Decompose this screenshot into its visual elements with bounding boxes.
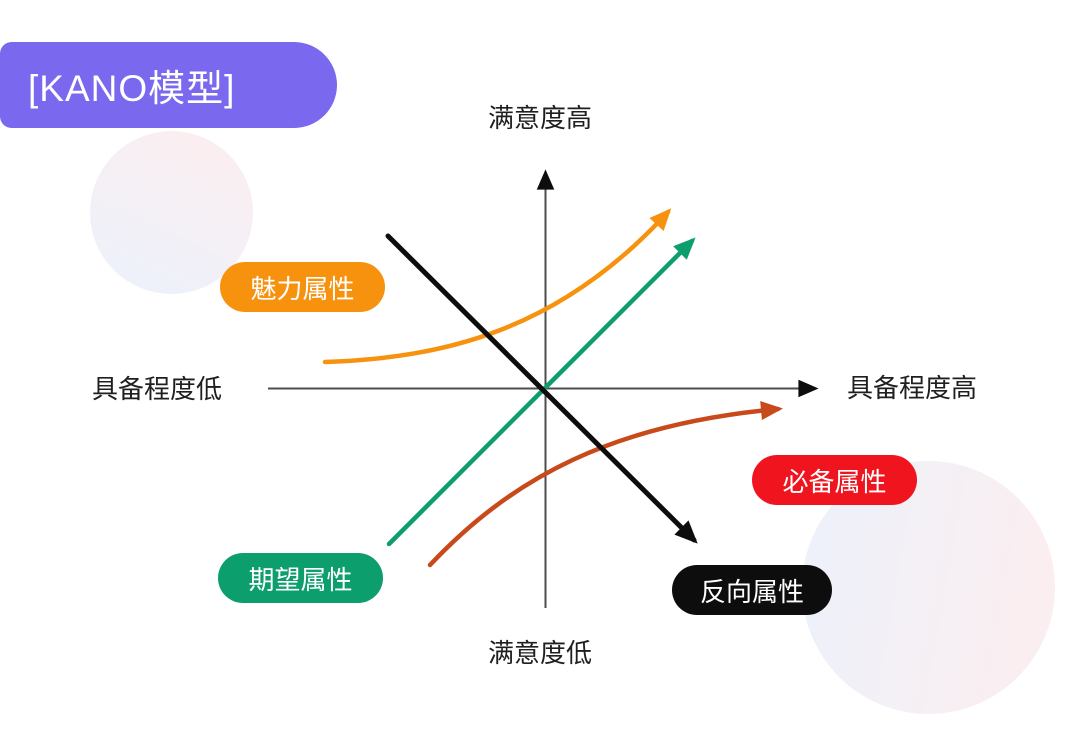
attractive-attribute-pill: 魅力属性 <box>220 262 385 312</box>
expected-curve <box>386 237 696 547</box>
mustbe-attribute-pill: 必备属性 <box>752 455 917 505</box>
x-axis-low-label: 具备程度低 <box>92 374 223 404</box>
reverse-curve <box>385 233 698 544</box>
x-axis-high-label: 具备程度高 <box>847 373 978 403</box>
mustbe-curve <box>427 400 783 568</box>
reverse-attribute-pill: 反向属性 <box>672 565 832 615</box>
title-banner: [KANO模型] <box>0 42 337 128</box>
attractive-curve <box>322 208 672 365</box>
title-banner-label: [KANO模型] <box>28 68 236 109</box>
y-axis-low-label: 满意度低 <box>488 638 593 668</box>
expected-attribute-pill: 期望属性 <box>218 553 383 603</box>
decor-circle-small <box>90 131 253 294</box>
y-axis-high-label: 满意度高 <box>488 103 593 133</box>
